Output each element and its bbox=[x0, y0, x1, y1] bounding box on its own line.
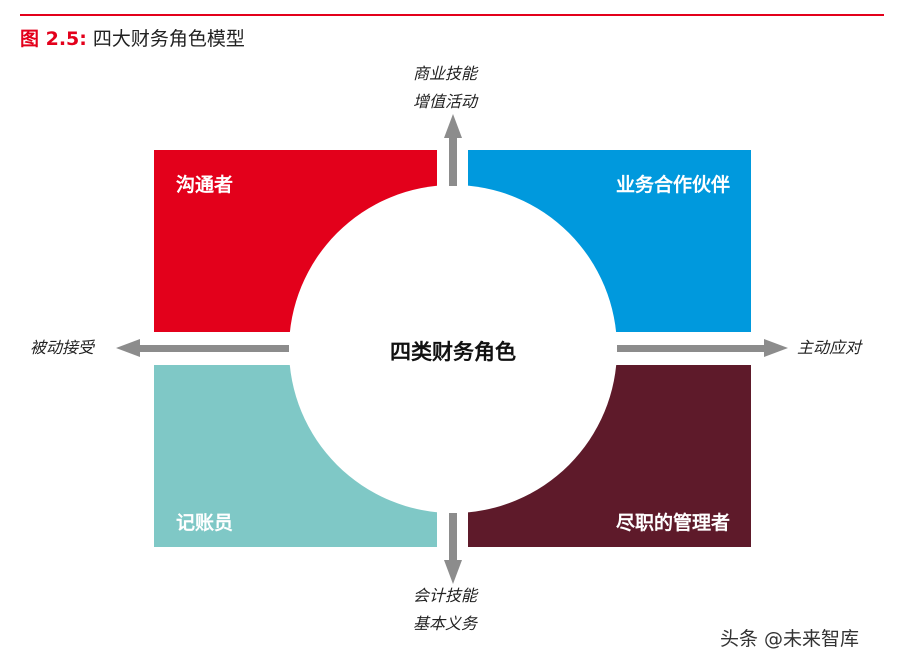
quadrant-label-business-partner: 业务合作伙伴 bbox=[615, 174, 730, 196]
figure-label: 图 2.5: bbox=[20, 28, 87, 50]
arrow-right-shaft bbox=[617, 345, 766, 352]
arrow-left-shaft bbox=[138, 345, 289, 352]
axis-top-line1: 商业技能 bbox=[413, 64, 478, 83]
axis-bottom-line1: 会计技能 bbox=[413, 586, 478, 605]
quadrant-label-communicator: 沟通者 bbox=[176, 174, 234, 196]
figure-title: 图 2.5:四大财务角色模型 bbox=[20, 24, 245, 51]
arrow-up-shaft bbox=[449, 136, 457, 186]
axis-right-label: 主动应对 bbox=[797, 338, 862, 357]
arrow-down-head bbox=[444, 560, 462, 584]
arrow-right-head bbox=[764, 339, 788, 357]
center-label: 四类财务角色 bbox=[390, 340, 516, 364]
axis-bottom-line2: 基本义务 bbox=[413, 614, 478, 633]
arrow-down-shaft bbox=[449, 513, 457, 563]
center-circle bbox=[289, 185, 617, 513]
axis-top-line2: 增值活动 bbox=[413, 92, 478, 111]
header-rule bbox=[20, 14, 884, 16]
watermark: 头条 @未来智库 bbox=[720, 628, 860, 650]
figure-title-text: 四大财务角色模型 bbox=[92, 28, 245, 50]
quadrant-label-steward: 尽职的管理者 bbox=[615, 512, 730, 534]
arrow-up-head bbox=[444, 114, 462, 138]
axis-left-label: 被动接受 bbox=[30, 338, 95, 357]
quadrant-label-bookkeeper: 记账员 bbox=[176, 512, 234, 534]
arrow-left-head bbox=[116, 339, 140, 357]
